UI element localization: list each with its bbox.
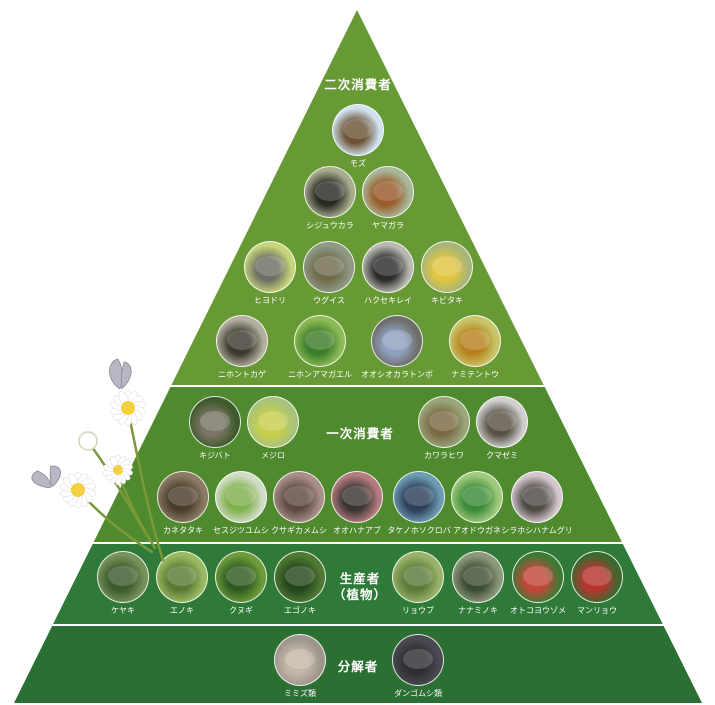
- organism-egonoki: エゴノキ: [252, 551, 348, 616]
- organism-mejiro: メジロ: [225, 396, 321, 461]
- organism-manryou: マンリョウ: [549, 551, 645, 616]
- organism-label: エゴノキ: [252, 605, 348, 616]
- organism-mimizu: ミミズ類: [252, 634, 348, 699]
- organism-namitentou: ナミテントウ: [427, 315, 523, 380]
- dragonfly-photo: [371, 315, 423, 367]
- lizard-photo: [216, 315, 268, 367]
- organism-yamagara: ヤマガラ: [340, 166, 436, 231]
- organism-label: クマゼミ: [454, 450, 550, 461]
- organism-kibitaki: キビタキ: [399, 241, 495, 306]
- bird-photo: [421, 241, 473, 293]
- bird-photo: [247, 396, 299, 448]
- organism-shirahoshihanamuguri: シラホシハナムグリ: [489, 471, 585, 536]
- primary-consumer-title: 一次消費者: [326, 423, 394, 442]
- beetle-photo: [511, 471, 563, 523]
- bird-photo: [332, 104, 384, 156]
- organism-label: キビタキ: [399, 295, 495, 306]
- pillbug-photo: [392, 634, 444, 686]
- frog-photo: [294, 315, 346, 367]
- organism-label: メジロ: [225, 450, 321, 461]
- plant-photo: [274, 551, 326, 603]
- cicada-photo: [476, 396, 528, 448]
- secondary-consumer-title: 二次消費者: [324, 74, 392, 93]
- organism-label: ダンゴムシ類: [370, 688, 466, 699]
- organism-moz: モズ: [310, 104, 406, 169]
- plant-photo: [571, 551, 623, 603]
- organism-label: ナミテントウ: [427, 369, 523, 380]
- organism-kumazemi: クマゼミ: [454, 396, 550, 461]
- organism-label: ヤマガラ: [340, 220, 436, 231]
- organism-dangomushi: ダンゴムシ類: [370, 634, 466, 699]
- ladybug-photo: [449, 315, 501, 367]
- organism-label: マンリョウ: [549, 605, 645, 616]
- organism-label: シラホシハナムグリ: [489, 525, 585, 536]
- organism-label: ミミズ類: [252, 688, 348, 699]
- earthworm-photo: [274, 634, 326, 686]
- bird-photo: [362, 166, 414, 218]
